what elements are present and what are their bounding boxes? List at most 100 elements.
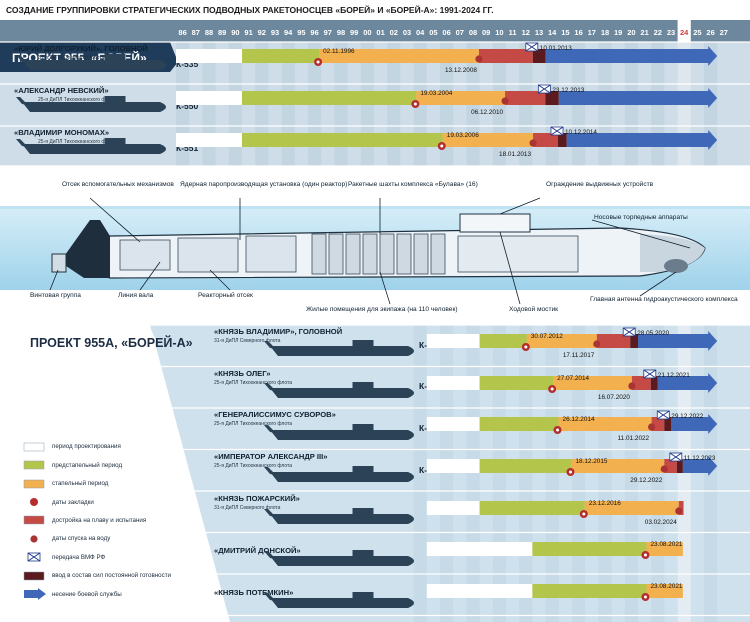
laid-date-label: 30.07.2012 <box>531 333 563 340</box>
year-stripe-955a <box>413 325 427 622</box>
bar-slip <box>558 417 652 431</box>
leader-line <box>379 271 391 305</box>
legend-label-design: период проектирования <box>52 443 121 450</box>
year-label: 20 <box>627 28 635 37</box>
missile-silo <box>396 233 412 275</box>
year-label: 14 <box>548 28 557 37</box>
year-label: 93 <box>271 28 279 37</box>
laid-date-label: 18.12.2015 <box>575 458 607 465</box>
laid-marker-center <box>643 595 647 599</box>
submarine-silhouette-955 <box>16 54 166 70</box>
hull-number-k551: К-551 <box>176 143 199 153</box>
legend-label-launch: даты спуска на воду <box>52 535 111 542</box>
bar-service-arrow <box>638 331 718 351</box>
legend-swatch-pre-slip <box>23 460 45 470</box>
submarine-silhouette-955 <box>16 138 166 154</box>
bar-design <box>426 501 480 515</box>
year-label: 87 <box>192 28 200 37</box>
hull-number-k535: К-535 <box>176 59 199 69</box>
sub-name-k551: «ВЛАДИМИР МОНОМАХ» <box>14 128 110 137</box>
legend-label-service: несение боевой службы <box>52 591 122 598</box>
bar-design <box>426 417 480 431</box>
transfer-date-label: 10.01.2013 <box>540 45 572 52</box>
water-surface <box>0 206 750 209</box>
launch-date-label: 11.01.2022 <box>618 435 650 442</box>
launch-marker <box>675 507 683 515</box>
bar-pre-slip <box>479 376 554 390</box>
legend-label-completion: достройка на плаву и испытания <box>52 517 147 524</box>
transfer-date-label: 23.12.2013 <box>552 87 584 94</box>
submarine-silhouette-955a <box>264 382 414 398</box>
leader-line <box>89 197 141 243</box>
label-bridge: Ходовой мостик <box>509 306 559 313</box>
bar-completion <box>678 501 684 515</box>
bar-slip <box>553 376 632 390</box>
hull-number-k550: К-550 <box>176 101 199 111</box>
bar-readiness <box>650 376 658 390</box>
year-label: 88 <box>205 28 213 37</box>
launch-date-label: 29.12.2022 <box>630 477 662 484</box>
bar-service-arrow <box>566 130 718 150</box>
bar-completion <box>631 376 651 390</box>
laid-marker-center <box>556 428 560 432</box>
year-label: 90 <box>231 28 239 37</box>
laid-date-label: 19.03.2004 <box>420 90 452 97</box>
laid-date-label: 27.07.2014 <box>557 375 589 382</box>
page-title: СОЗДАНИЕ ГРУППИРОВКИ СТРАТЕГИЧЕСКИХ ПОДВ… <box>6 5 494 15</box>
transfer-date-label: 21.12.2021 <box>658 372 690 379</box>
bar-readiness <box>630 334 638 348</box>
bar-pre-slip <box>532 542 647 556</box>
sub-name-pozharsky: «КНЯЗЬ ПОЖАРСКИЙ» <box>214 494 300 503</box>
bow-section <box>640 234 705 272</box>
sub-fleet-pozharsky: 31-я ДиПЛ Северного флота <box>214 505 281 511</box>
bar-design <box>176 91 242 105</box>
year-label: 04 <box>416 28 425 37</box>
launch-date-label: 16.07.2020 <box>598 394 630 401</box>
sub-fleet-k553: 25-я ДиПЛ Тихоокеанского флота <box>214 421 293 427</box>
year-label: 97 <box>324 28 332 37</box>
laid-marker-center <box>582 512 586 516</box>
label-propulsor: Винтовая группа <box>30 292 81 299</box>
bar-completion <box>596 334 631 348</box>
stern-rudder <box>60 220 110 278</box>
bar-readiness <box>545 91 559 105</box>
compartment <box>119 239 171 271</box>
bar-slip <box>584 501 679 515</box>
launch-date-label: 03.02.2024 <box>645 519 677 526</box>
bar-completion <box>478 49 533 63</box>
bar-service-arrow <box>558 88 718 108</box>
leader-line <box>209 269 231 291</box>
bar-pre-slip <box>479 459 572 473</box>
legend-swatch-slip <box>23 479 45 489</box>
bar-service-arrow <box>671 414 718 434</box>
year-label: 94 <box>284 28 293 37</box>
sail-shape <box>459 213 531 233</box>
sub-name-potemkin: «КНЯЗЬ ПОТЕМКИН» <box>214 588 294 597</box>
bar-pre-slip <box>242 49 320 63</box>
year-label: 11 <box>509 28 517 37</box>
bar-design <box>176 49 242 63</box>
bar-design <box>176 133 242 147</box>
launch-marker <box>529 139 537 147</box>
bar-design <box>426 459 480 473</box>
laid-date-label: 23.08.2021 <box>650 583 682 590</box>
legend-launch-icon <box>30 535 38 543</box>
laid-marker-center <box>413 102 417 106</box>
bar-pre-slip <box>242 133 443 147</box>
sub-fleet-k554: 25-я ДиПЛ Тихоокеанского флота <box>214 463 293 469</box>
propulsor-shape <box>51 253 67 273</box>
leader-line <box>139 261 161 291</box>
laid-marker-center <box>440 144 444 148</box>
launch-marker <box>475 55 483 63</box>
sub-fleet-k535: 31-я ДиПЛ Северного флота <box>38 55 105 61</box>
year-label: 06 <box>442 28 450 37</box>
missile-silo <box>430 233 446 275</box>
transfer-date-label: 11.12.2023 <box>684 455 716 462</box>
year-stripe-955a <box>704 325 718 622</box>
leader-line <box>49 269 59 291</box>
year-label: 02 <box>390 28 398 37</box>
leader-line <box>499 231 521 305</box>
bar-readiness <box>532 49 546 63</box>
legend-swatch-design <box>23 442 45 452</box>
